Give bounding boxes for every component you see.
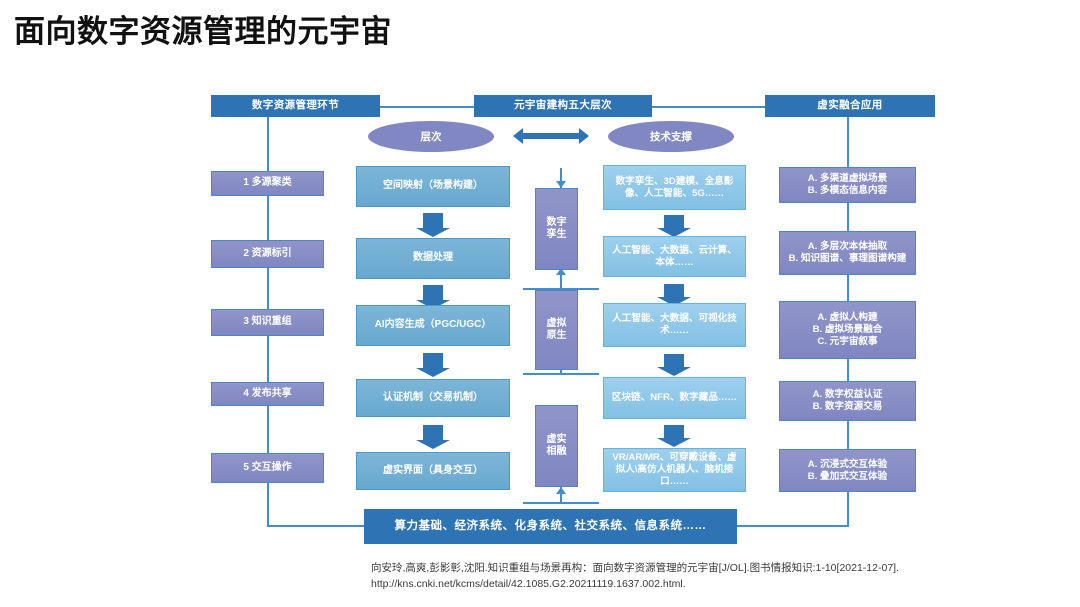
layer-box-1[interactable]: 虚拟 原生: [535, 290, 578, 370]
tech-box-3[interactable]: 区块链、NFR、数字藏品……: [603, 377, 746, 419]
connector-header-center-right: [652, 106, 765, 108]
process-step-1[interactable]: 数据处理: [356, 238, 510, 279]
arrow-down-process-0: [416, 213, 450, 237]
application-box-4[interactable]: A. 沉浸式交互体验 B. 叠加式交互体验: [779, 449, 916, 492]
citation-line-1: 向安玲,高爽,彭影彰,沈阳.知识重组与场景再构：面向数字资源管理的元宇宙[J/O…: [371, 562, 899, 574]
tech-box-2[interactable]: 人工智能、大数据、可视化技术……: [603, 303, 746, 347]
oval-levels: 层次: [368, 121, 494, 152]
connector-left-spine-0: [267, 117, 269, 180]
arrow-up-layer-1: [556, 268, 566, 289]
connector-header-left-center: [380, 106, 474, 108]
arrow-down-process-2: [416, 353, 450, 377]
left-stage-3[interactable]: 4 发布共享: [211, 382, 324, 406]
layer-box-2[interactable]: 虚实 相融: [535, 405, 578, 487]
header-left: 数字资源管理环节: [211, 95, 380, 117]
connector-right-to-bottom-h: [736, 525, 849, 527]
connector-right-spine-4: [847, 421, 849, 449]
bottom-bar[interactable]: 算力基础、经济系统、化身系统、社交系统、信息系统……: [364, 509, 737, 544]
tech-box-1[interactable]: 人工智能、大数据、云计算、本体……: [603, 236, 746, 277]
connector-left-spine-4: [267, 405, 269, 453]
page-title: 面向数字资源管理的元宇宙: [14, 14, 392, 49]
connector-layer-base-3: [523, 502, 599, 504]
application-box-1[interactable]: A. 多层次本体抽取 B. 知识图谱、事理图谱构建: [779, 231, 916, 275]
citation-line-2: http://kns.cnki.net/kcms/detail/42.1085.…: [371, 578, 686, 591]
left-stage-2[interactable]: 3 知识重组: [211, 309, 324, 336]
application-box-2[interactable]: A. 虚拟人构建 B. 虚拟场景融合 C. 元宇宙叙事: [779, 301, 916, 359]
connector-left-to-bottom-h: [267, 525, 365, 527]
arrow-down-tech-1: [657, 284, 691, 306]
arrow-down-tech-2: [657, 354, 691, 376]
connector-left-to-bottom-v: [267, 483, 269, 527]
application-box-3[interactable]: A. 数字权益认证 B. 数字资源交易: [779, 381, 916, 421]
process-step-2[interactable]: AI内容生成（PGC/UGC）: [356, 305, 510, 346]
connector-right-to-bottom-v: [847, 492, 849, 527]
process-step-0[interactable]: 空间映射（场景构建）: [356, 166, 510, 207]
connector-layer-base-1: [523, 288, 599, 290]
citation: 向安玲,高爽,彭影彰,沈阳.知识重组与场景再构：面向数字资源管理的元宇宙[J/O…: [371, 560, 1031, 593]
connector-left-spine-1: [267, 196, 269, 246]
connector-right-spine-2: [847, 275, 849, 301]
arrow-down-tech-0: [657, 215, 691, 237]
arrow-double-levels-tech: [513, 128, 589, 144]
arrow-down-process-3: [416, 425, 450, 449]
process-step-3[interactable]: 认证机制（交易机制）: [356, 379, 510, 417]
left-stage-4[interactable]: 5 交互操作: [211, 453, 324, 483]
arrow-up-layer-3: [556, 487, 566, 503]
connector-left-spine-2: [267, 268, 269, 314]
arrow-down-layer-top: [556, 168, 566, 188]
arrow-down-tech-3: [657, 425, 691, 447]
oval-tech: 技术支撑: [608, 121, 734, 152]
tech-box-0[interactable]: 数字孪生、3D建模、全息影像、人工智能、5G……: [603, 165, 746, 210]
connector-layer-base-2: [523, 373, 599, 375]
tech-box-4[interactable]: VR/AR/MR、可穿戴设备、虚拟人\高仿人机器人、脑机接口……: [603, 448, 746, 492]
application-box-0[interactable]: A. 多渠道虚拟场景 B. 多模态信息内容: [779, 167, 916, 203]
layer-box-0[interactable]: 数字 孪生: [535, 188, 578, 270]
connector-right-spine-1: [847, 203, 849, 231]
connector-right-spine-3: [847, 359, 849, 381]
connector-left-spine-3: [267, 336, 269, 383]
arrow-down-process-1: [416, 285, 450, 309]
left-stage-0[interactable]: 1 多源聚类: [211, 171, 324, 196]
header-center: 元宇宙建构五大层次: [474, 95, 652, 117]
left-stage-1[interactable]: 2 资源标引: [211, 240, 324, 268]
connector-right-spine-0: [847, 117, 849, 167]
header-right: 虚实融合应用: [765, 95, 935, 117]
process-step-4[interactable]: 虚实界面（具身交互）: [356, 452, 510, 490]
